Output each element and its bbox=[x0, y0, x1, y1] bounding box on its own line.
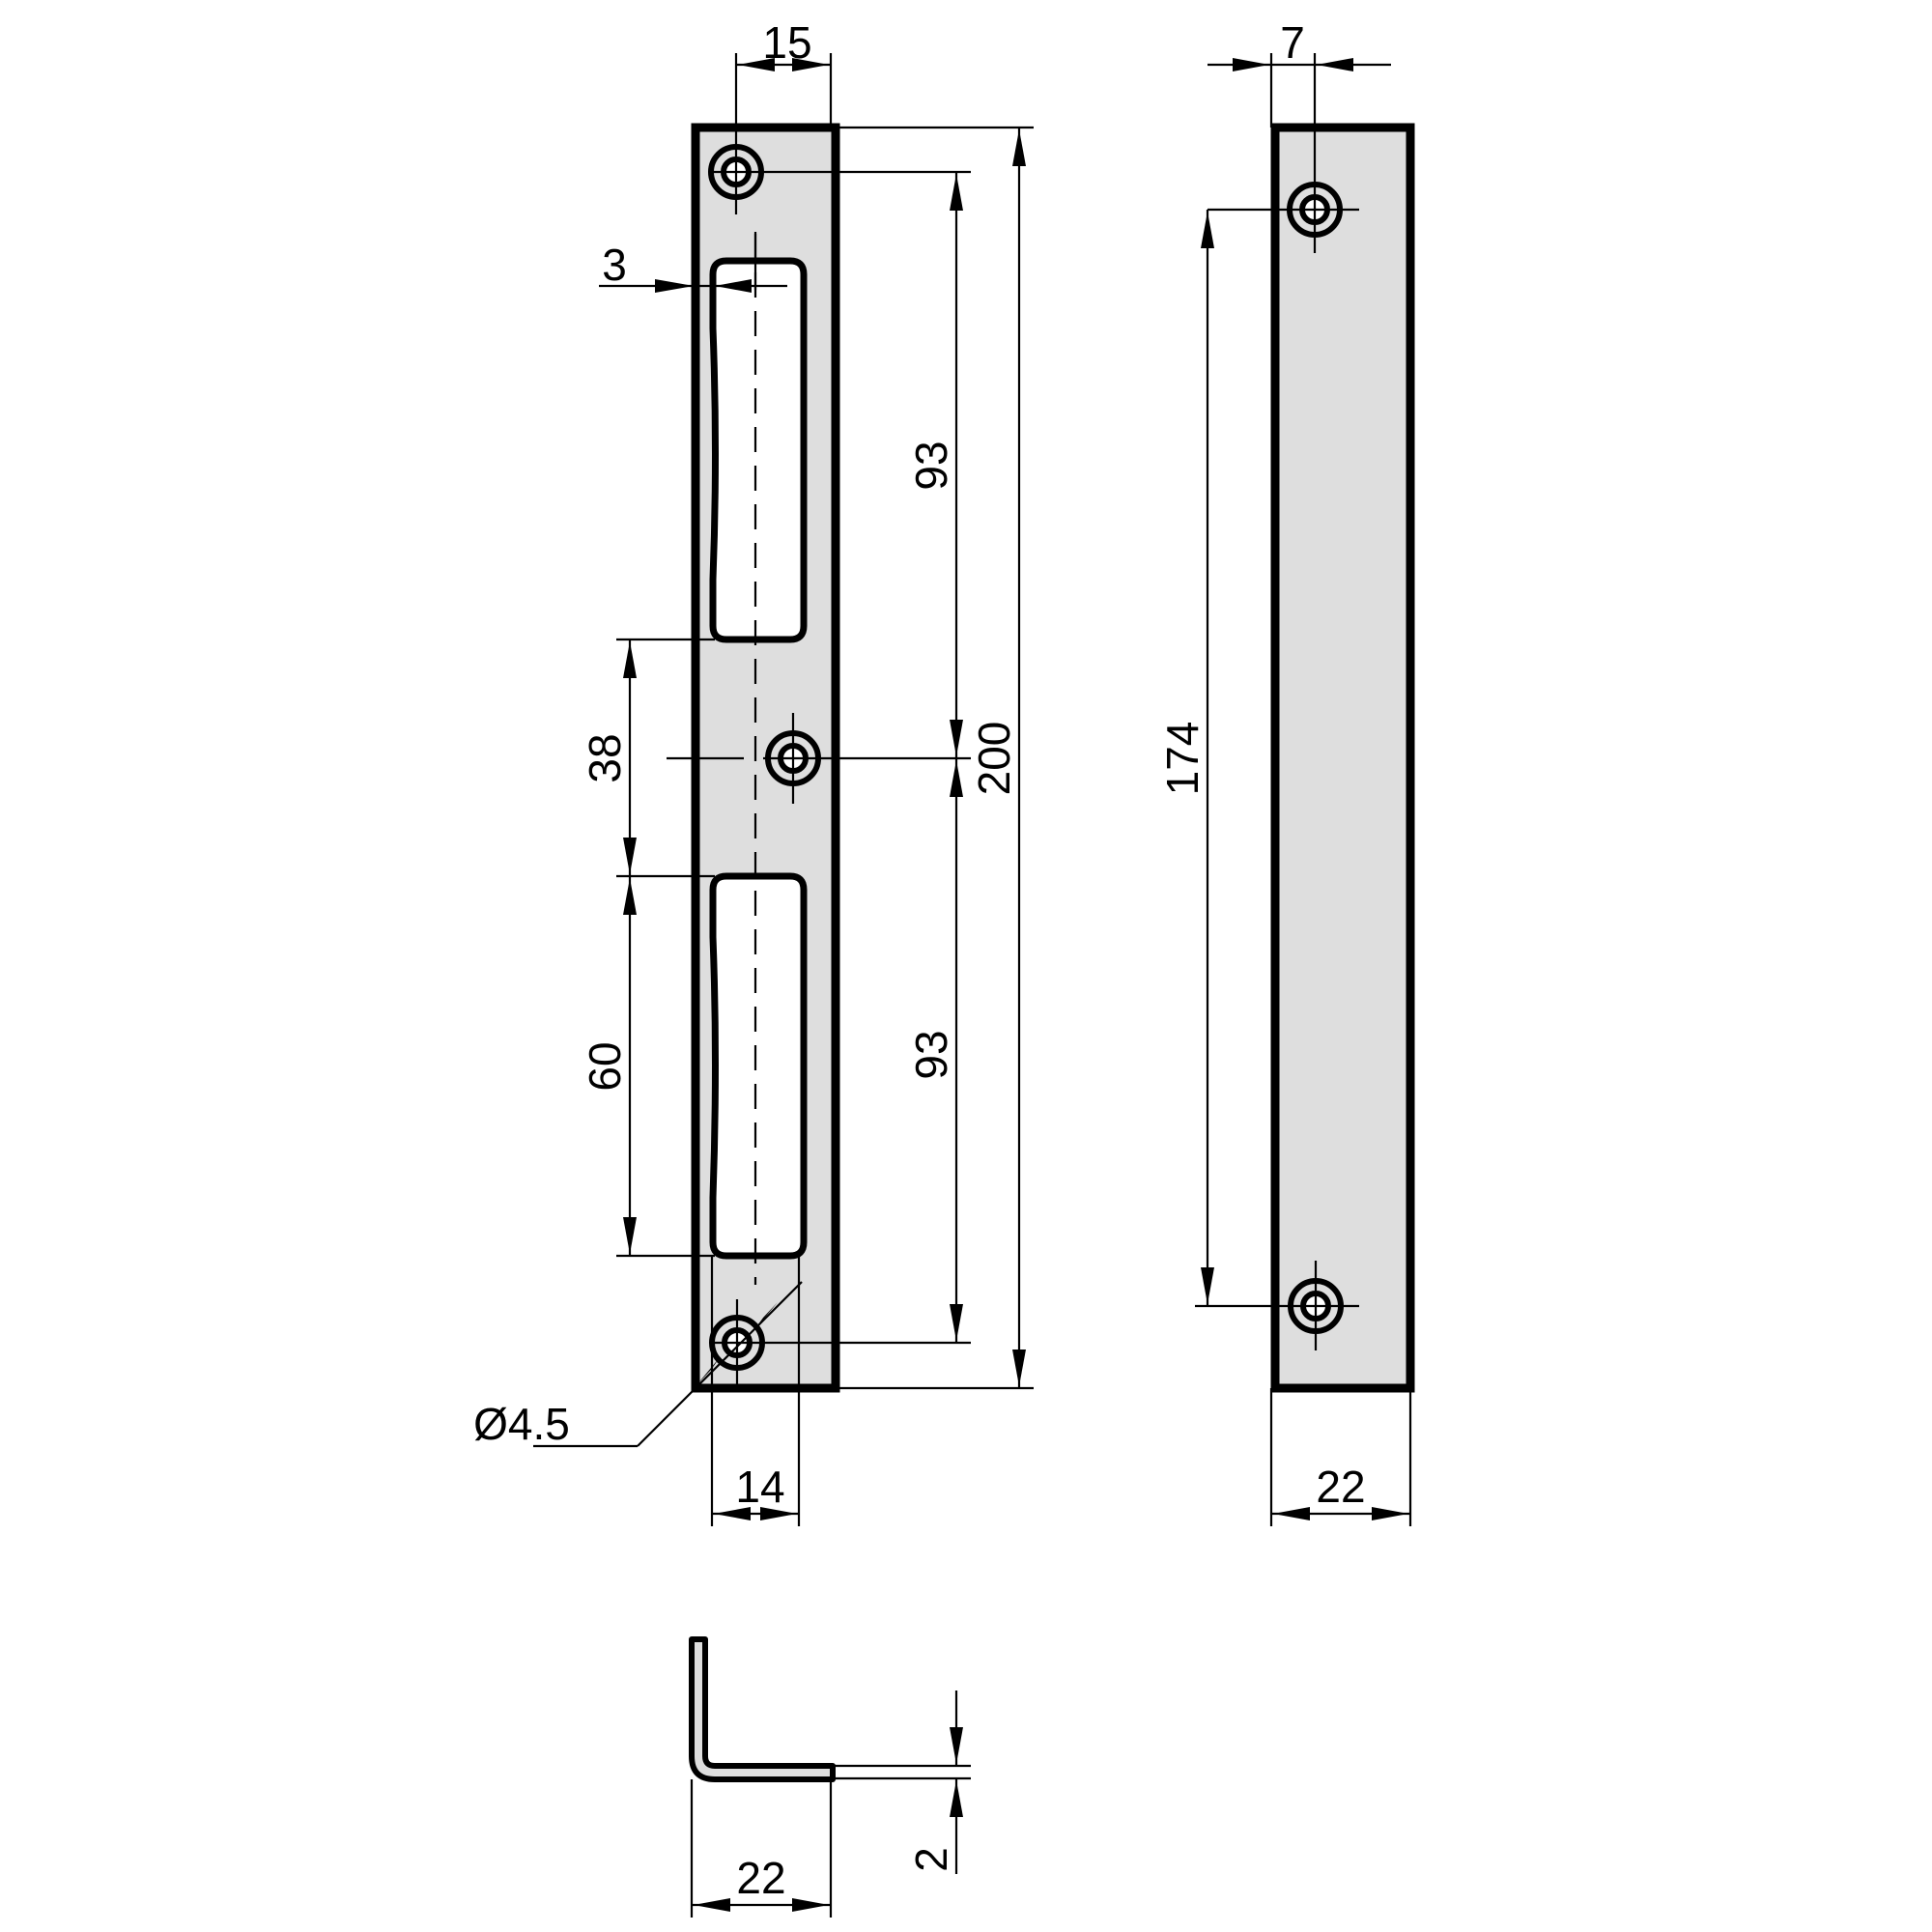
dim-60-label: 60 bbox=[580, 1041, 630, 1091]
dim-22-profile-label: 22 bbox=[736, 1853, 785, 1903]
top-hole bbox=[708, 126, 764, 214]
dim-7-label: 7 bbox=[1280, 17, 1305, 68]
dim-93-lower: 93 bbox=[906, 758, 963, 1343]
dim-93-upper: 93 bbox=[906, 172, 963, 758]
bottom-hole bbox=[709, 1299, 765, 1386]
dim-3-label: 3 bbox=[602, 240, 627, 290]
dim-22-side-label: 22 bbox=[1316, 1462, 1365, 1512]
middle-hole bbox=[763, 713, 823, 804]
dim-22-profile: 22 bbox=[690, 1779, 833, 1918]
upper-slot bbox=[709, 257, 808, 643]
side-top-hole bbox=[1208, 53, 1359, 253]
dim-14-label: 14 bbox=[735, 1462, 784, 1512]
dim-200-label: 200 bbox=[969, 722, 1019, 796]
lower-slot bbox=[709, 872, 808, 1260]
side-plate bbox=[1270, 123, 1415, 1393]
front-view: 15 3 93 93 bbox=[473, 17, 1034, 1526]
dim-diameter: Ø4.5 bbox=[473, 1281, 803, 1449]
dim-2: 2 bbox=[833, 1690, 971, 1874]
dim-174-label: 174 bbox=[1157, 722, 1208, 796]
profile-view: 22 2 bbox=[689, 1636, 971, 1918]
dim-38: 38 bbox=[580, 639, 637, 876]
dim-7: 7 bbox=[1208, 17, 1391, 128]
dim-15-label: 15 bbox=[762, 17, 811, 68]
dim-2-label: 2 bbox=[906, 1847, 956, 1872]
side-view: 7 174 22 bbox=[1157, 17, 1415, 1526]
dim-15: 15 bbox=[734, 17, 833, 128]
dim-93-upper-label: 93 bbox=[906, 440, 956, 490]
dim-14: 14 bbox=[710, 1256, 801, 1526]
dim-38-label: 38 bbox=[580, 733, 630, 782]
dim-174: 174 bbox=[1157, 210, 1214, 1306]
dim-60: 60 bbox=[580, 876, 637, 1256]
dim-200: 200 bbox=[969, 128, 1026, 1388]
dim-diameter-label: Ø4.5 bbox=[473, 1399, 570, 1449]
dim-3: 3 bbox=[599, 232, 787, 293]
side-bottom-hole bbox=[1195, 1261, 1359, 1350]
l-profile bbox=[689, 1636, 836, 1782]
dim-22-side: 22 bbox=[1269, 1388, 1412, 1526]
dim-93-lower-label: 93 bbox=[906, 1030, 956, 1079]
